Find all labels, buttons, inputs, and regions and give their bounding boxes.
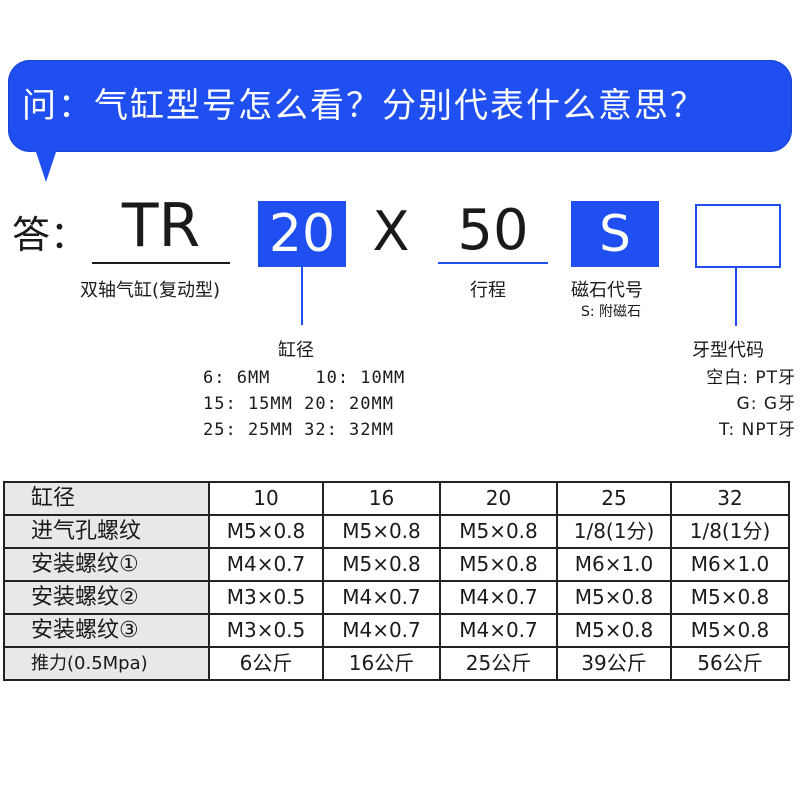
table-cell: M5×0.8: [322, 514, 441, 549]
thread-legend-row: G: G牙: [736, 394, 796, 414]
magnet-code-box: S: [571, 201, 659, 267]
table-cell: 进气孔螺纹: [3, 514, 210, 549]
times-sign: X: [372, 200, 410, 263]
table-cell: M5×0.8: [556, 580, 672, 615]
table-cell: M4×0.7: [322, 613, 441, 648]
table-row: 推力(0.5Mpa) 6公斤 16公斤 25公斤 39公斤 56公斤: [3, 646, 790, 681]
table-cell: 25公斤: [439, 646, 558, 681]
table-cell: 10: [208, 481, 324, 516]
model-code-underline: [92, 262, 230, 264]
table-cell: M4×0.7: [208, 547, 324, 582]
table-cell: M3×0.5: [208, 580, 324, 615]
thread-legend-row: 空白: PT牙: [706, 368, 796, 388]
question-bubble-tail: [34, 146, 58, 182]
table-cell: M5×0.8: [322, 547, 441, 582]
stroke-code-underline: [438, 262, 548, 264]
thread-title: 牙型代码: [692, 340, 764, 361]
table-cell: 56公斤: [670, 646, 790, 681]
question-bubble: [8, 60, 792, 152]
magnet-label: 磁石代号: [571, 280, 643, 301]
table-cell: M5×0.8: [556, 613, 672, 648]
table-cell: M4×0.7: [439, 613, 558, 648]
table-cell: M4×0.7: [322, 580, 441, 615]
magnet-code-text: S: [599, 205, 631, 263]
table-cell: 安装螺纹②: [3, 580, 210, 615]
table-cell: 32: [670, 481, 790, 516]
question-text: 问：气缸型号怎么看？分别代表什么意思？: [22, 86, 706, 126]
table-cell: M5×0.8: [670, 580, 790, 615]
table-cell: 安装螺纹①: [3, 547, 210, 582]
table-cell: 缸径: [3, 481, 210, 516]
table-cell: 39公斤: [556, 646, 672, 681]
bore-connector-line: [301, 267, 303, 325]
table-cell: 1/8(1分): [556, 514, 672, 549]
stroke-label: 行程: [470, 280, 506, 301]
bore-title: 缸径: [278, 340, 314, 361]
table-cell: M4×0.7: [439, 580, 558, 615]
table-cell: 16: [322, 481, 441, 516]
bore-legend-row: 15: 15MM 20: 20MM: [203, 394, 394, 414]
thread-connector-line: [735, 266, 737, 326]
table-cell: 6公斤: [208, 646, 324, 681]
table-cell: 1/8(1分): [670, 514, 790, 549]
magnet-note: S: 附磁石: [581, 304, 642, 320]
thread-code-box: [695, 204, 781, 268]
table-cell: M6×1.0: [670, 547, 790, 582]
table-cell: M5×0.8: [670, 613, 790, 648]
bore-code-box: 20: [258, 201, 346, 267]
table-header-row: 缸径 10 16 20 25 32: [3, 481, 790, 516]
stroke-code: 50: [438, 200, 548, 262]
model-code: TR: [92, 192, 230, 260]
specs-table: 缸径 10 16 20 25 32 进气孔螺纹 M5×0.8 M5×0.8 M5…: [3, 481, 790, 681]
stroke-code-text: 50: [457, 198, 529, 263]
thread-legend-row: T: NPT牙: [718, 420, 796, 440]
table-cell: M6×1.0: [556, 547, 672, 582]
table-cell: 16公斤: [322, 646, 441, 681]
table-cell: M3×0.5: [208, 613, 324, 648]
table-cell: 推力(0.5Mpa): [3, 646, 210, 681]
bore-legend-row: 25: 25MM 32: 32MM: [203, 420, 394, 440]
model-code-text: TR: [121, 191, 201, 261]
table-row: 安装螺纹② M3×0.5 M4×0.7 M4×0.7 M5×0.8 M5×0.8: [3, 580, 790, 615]
table-cell: 25: [556, 481, 672, 516]
table-row: 安装螺纹① M4×0.7 M5×0.8 M5×0.8 M6×1.0 M6×1.0: [3, 547, 790, 582]
table-row: 安装螺纹③ M3×0.5 M4×0.7 M4×0.7 M5×0.8 M5×0.8: [3, 613, 790, 648]
bore-code-text: 20: [268, 204, 336, 264]
model-label: 双轴气缸(复动型): [80, 280, 221, 301]
answer-label: 答：: [12, 213, 89, 257]
table-row: 进气孔螺纹 M5×0.8 M5×0.8 M5×0.8 1/8(1分) 1/8(1…: [3, 514, 790, 549]
table-cell: M5×0.8: [208, 514, 324, 549]
table-cell: 20: [439, 481, 558, 516]
table-cell: 安装螺纹③: [3, 613, 210, 648]
bore-legend-row: 6: 6MM 10: 10MM: [203, 368, 406, 388]
table-cell: M5×0.8: [439, 514, 558, 549]
table-cell: M5×0.8: [439, 547, 558, 582]
